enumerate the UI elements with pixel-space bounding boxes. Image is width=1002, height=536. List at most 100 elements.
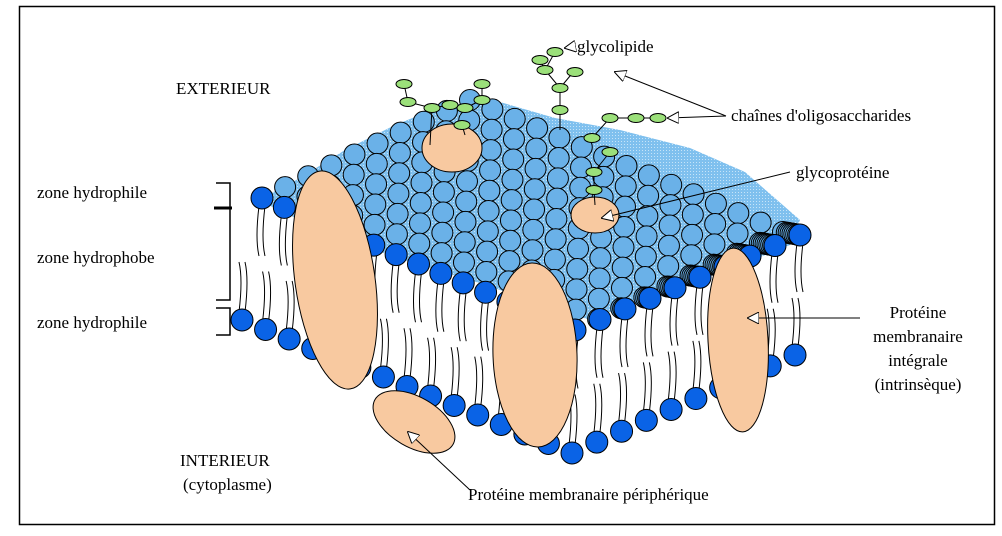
phospholipid-head-icon [567,259,588,280]
phospholipid-head-icon [476,261,497,282]
phospholipid-head-icon [639,287,661,309]
lipid-tail [257,206,259,256]
lipid-tail [595,327,597,377]
lipid-tail [269,271,271,321]
phospholipid-head-icon [613,237,634,258]
lipid-tail [625,373,627,423]
phospholipid-head-icon [525,158,546,179]
phospholipid-head-icon [501,190,522,211]
lipid-tail [643,362,645,412]
phospholipid-head-icon [385,244,407,266]
sugar-icon [567,68,583,77]
sugar-icon [396,80,412,89]
lipid-tail [792,298,794,347]
phospholipid-head-icon [635,409,657,431]
lipid-tail [464,291,466,341]
phospholipid-head-icon [527,118,548,139]
phospholipid-head-icon [504,108,525,129]
phospholipid-head-icon [524,179,545,200]
phospholipid-head-icon [704,234,725,255]
phospholipid-head-icon [664,277,686,299]
phospholipid-head-icon [728,203,749,224]
phospholipid-head-icon [409,233,430,254]
phospholipid-head-icon [658,256,679,277]
phospholipid-head-icon [611,420,633,442]
phospholipid-head-icon [682,224,703,245]
phospholipid-head-icon [612,257,633,278]
lipid-tail [285,215,287,265]
phospholipid-head-icon [478,201,499,222]
phospholipid-head-icon [545,229,566,250]
phospholipid-head-icon [275,177,296,198]
phospholipid-head-icon [500,210,521,231]
phospholipid-head-icon [432,222,453,243]
lipid-tail [414,272,416,322]
lipid-tail [695,285,697,335]
phospholipid-head-icon [635,246,656,267]
lipid-tail [594,384,596,434]
zone-brackets [214,183,232,335]
sugar-icon [442,101,458,110]
phospholipid-head-icon [386,224,407,245]
phospholipid-head-icon [661,174,682,195]
phospholipid-head-icon [273,196,295,218]
phospholipid-head-icon [611,277,632,298]
phospholipid-head-icon [589,308,611,330]
lipid-tail [676,296,678,346]
label-integral-4: (intrinsèque) [875,375,962,394]
phospholipid-head-icon [566,279,587,300]
sugar-icon [537,66,553,75]
phospholipid-head-icon [475,281,497,303]
lipid-tail [776,254,778,303]
label-exterior: EXTERIEUR [176,79,271,98]
lipid-tail [451,347,453,397]
phospholipid-head-icon [408,253,430,275]
phospholipid-head-icon [588,288,609,309]
phospholipid-head-icon [480,140,501,161]
lipid-tail [773,309,775,358]
phospholipid-head-icon [455,211,476,232]
label-interior: INTERIEUR [180,451,270,470]
phospholipid-head-icon [682,204,703,225]
phospholipid-head-icon [614,298,636,320]
phospholipid-head-icon [410,193,431,214]
phospholipid-head-icon [546,208,567,229]
phospholipid-head-icon [389,142,410,163]
lipid-tail [245,262,247,312]
phospholipid-head-icon [367,133,388,154]
phospholipid-head-icon [547,188,568,209]
phospholipid-head-icon [365,194,386,215]
phospholipid-head-icon [251,187,273,209]
lipid-tail [670,296,672,346]
phospholipid-head-icon [503,129,524,150]
lipid-tail [645,306,647,356]
phospholipid-head-icon [343,164,364,185]
phospholipid-head-icon [659,215,680,236]
lipid-tail [674,352,676,402]
lipid-tail [380,319,382,369]
sugar-icon [454,121,470,130]
pointer-chaines-2 [668,116,726,118]
phospholipid-head-icon [410,213,431,234]
lipid-tail [292,281,294,331]
phospholipid-head-icon [615,176,636,197]
phospholipid-head-icon [454,232,475,253]
phospholipid-head-icon [689,266,711,288]
sugar-icon [586,186,602,195]
lipid-tail [457,347,459,397]
phospholipid-head-icon [549,127,570,148]
lipid-tail [420,272,422,322]
phospholipid-head-icon [616,156,637,177]
phospholipid-head-icon [456,171,477,192]
label-integral-1: Protéine [890,303,947,322]
lipid-tail [404,328,406,378]
phospholipid-head-icon [411,172,432,193]
phospholipid-head-icon [433,182,454,203]
phospholipid-head-icon [278,328,300,350]
lipid-tail [620,317,622,367]
sugar-icon [424,104,440,113]
lipid-tail [601,327,603,377]
phospholipid-head-icon [524,199,545,220]
phospholipid-head-icon [547,168,568,189]
